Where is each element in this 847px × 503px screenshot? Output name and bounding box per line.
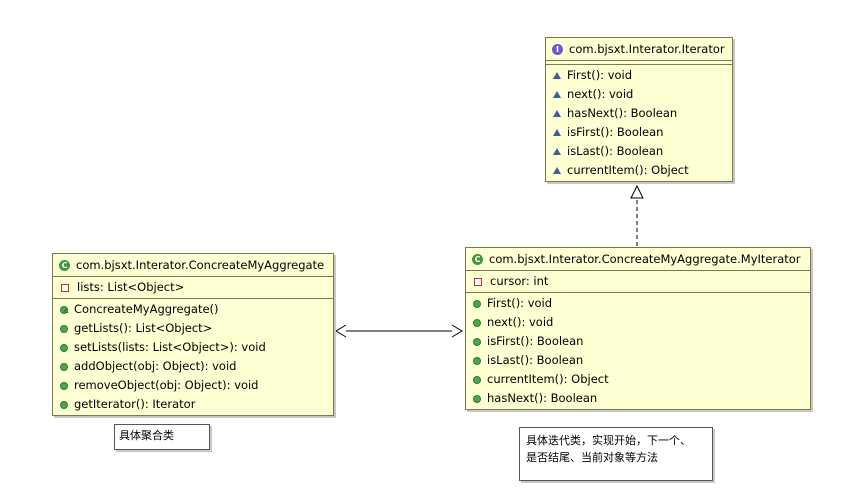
method-row[interactable]: First(): void <box>546 66 732 85</box>
public-method-icon <box>473 337 481 346</box>
abstract-method-icon <box>553 72 561 79</box>
aggregate-class-name: com.bjsxt.Interator.ConcreateMyAggregate <box>76 258 325 272</box>
public-method-icon <box>473 356 481 365</box>
method-row[interactable]: removeObject(obj: Object): void <box>53 376 333 395</box>
abstract-method-icon <box>553 167 561 174</box>
association-arrow-left <box>335 324 347 338</box>
iterator-attributes-section <box>546 61 732 65</box>
public-method-icon <box>60 343 68 352</box>
private-field-icon <box>474 277 482 286</box>
private-field-icon <box>61 283 69 292</box>
myiterator-methods-section: First(): void next(): void isFirst(): Bo… <box>466 293 810 409</box>
public-method-icon <box>473 394 481 403</box>
interface-icon: I <box>552 44 563 55</box>
iterator-note-line2: 是否结尾、当前对象等方法 <box>526 451 658 464</box>
class-icon: C <box>59 260 70 271</box>
class-icon: C <box>472 254 483 265</box>
public-method-icon <box>473 375 481 384</box>
method-row[interactable]: hasNext(): Boolean <box>546 104 732 123</box>
public-method-icon <box>473 299 481 308</box>
method-row[interactable]: currentItem(): Object <box>466 370 810 389</box>
method-row[interactable]: getIterator(): Iterator <box>53 395 333 414</box>
method-row[interactable]: isFirst(): Boolean <box>546 123 732 142</box>
iterator-methods-section: First(): void next(): void hasNext(): Bo… <box>546 65 732 181</box>
abstract-method-icon <box>553 148 561 155</box>
iterator-interface-name: com.bjsxt.Interator.Iterator <box>569 42 725 56</box>
aggregate-note[interactable]: 具体聚合类 <box>114 424 210 450</box>
public-method-icon <box>60 324 68 333</box>
method-row[interactable]: isLast(): Boolean <box>466 351 810 370</box>
method-row[interactable]: First(): void <box>466 294 810 313</box>
method-row[interactable]: isFirst(): Boolean <box>466 332 810 351</box>
method-row[interactable]: next(): void <box>546 85 732 104</box>
method-row[interactable]: setLists(lists: List<Object>): void <box>53 338 333 357</box>
constructor-icon: c <box>60 305 69 315</box>
attribute-row[interactable]: cursor: int <box>466 272 810 291</box>
method-row[interactable]: addObject(obj: Object): void <box>53 357 333 376</box>
aggregate-attributes-section: lists: List<Object> <box>53 277 333 299</box>
public-method-icon <box>60 400 68 409</box>
public-method-icon <box>60 362 68 371</box>
public-method-icon <box>60 381 68 390</box>
attribute-row[interactable]: lists: List<Object> <box>53 278 333 297</box>
iterator-note-line1: 具体迭代类，实现开始，下一个、 <box>526 434 691 447</box>
iterator-note[interactable]: 具体迭代类，实现开始，下一个、 是否结尾、当前对象等方法 <box>519 427 713 481</box>
myiterator-class-name: com.bjsxt.Interator.ConcreateMyAggregate… <box>489 252 801 266</box>
realization-arrowhead <box>630 184 644 199</box>
abstract-method-icon <box>553 110 561 117</box>
method-row[interactable]: hasNext(): Boolean <box>466 389 810 408</box>
method-row[interactable]: getLists(): List<Object> <box>53 319 333 338</box>
method-row[interactable]: next(): void <box>466 313 810 332</box>
public-method-icon <box>473 318 481 327</box>
myiterator-attributes-section: cursor: int <box>466 271 810 293</box>
association-arrow-right <box>451 324 463 338</box>
method-row[interactable]: currentItem(): Object <box>546 161 732 180</box>
abstract-method-icon <box>553 91 561 98</box>
abstract-method-icon <box>553 129 561 136</box>
method-row[interactable]: isLast(): Boolean <box>546 142 732 161</box>
aggregate-note-text: 具体聚合类 <box>119 429 174 442</box>
